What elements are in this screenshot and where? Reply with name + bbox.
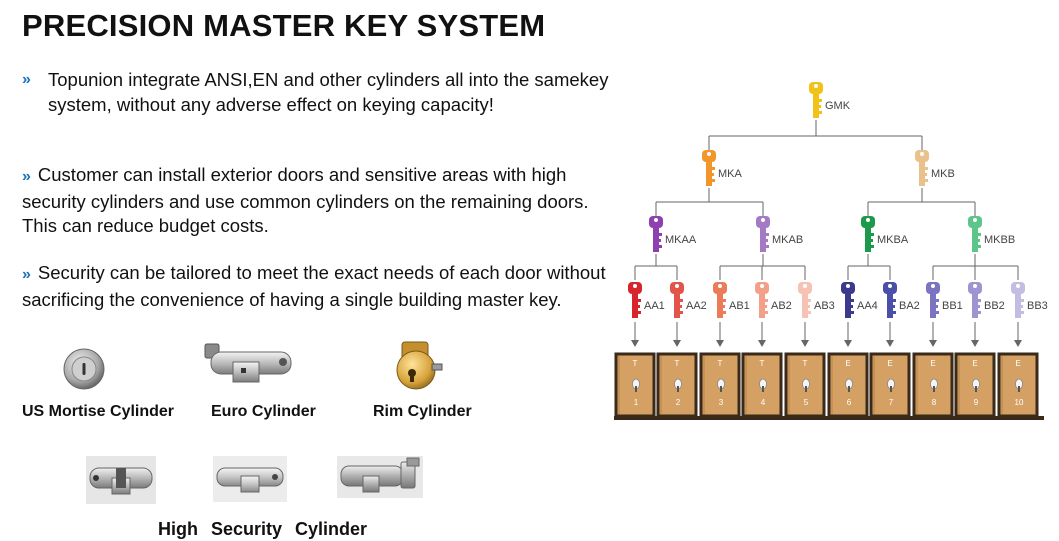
door-number: 5 bbox=[804, 398, 809, 407]
keyhole-slot bbox=[933, 386, 935, 392]
page-title: PRECISION MASTER KEY SYSTEM bbox=[22, 8, 546, 43]
key-label: AA4 bbox=[857, 300, 878, 312]
bullet-chevron-icon: » bbox=[22, 71, 31, 88]
key-label: BB2 bbox=[984, 300, 1005, 312]
key-bb2: BB2 bbox=[968, 282, 1005, 318]
door-letter: T bbox=[633, 359, 638, 368]
euro-cylinder-image bbox=[204, 343, 292, 383]
door-number: 9 bbox=[974, 398, 979, 407]
arrow-head-icon bbox=[971, 340, 979, 347]
door-letter: E bbox=[972, 359, 977, 368]
door-number: 7 bbox=[889, 398, 894, 407]
door-letter: T bbox=[675, 359, 680, 368]
door-number: 1 bbox=[634, 398, 639, 407]
keyhole-slot bbox=[848, 386, 850, 392]
us-mortise-cylinder-image bbox=[63, 348, 105, 390]
arrow-head-icon bbox=[886, 340, 894, 347]
key-label: AB3 bbox=[814, 300, 835, 312]
arrow-head-icon bbox=[801, 340, 809, 347]
arrow-head-icon bbox=[673, 340, 681, 347]
key-gmk: GMK bbox=[809, 82, 851, 118]
paragraph-budget: »Customer can install exterior doors and… bbox=[22, 163, 612, 239]
key-mka: MKA bbox=[702, 150, 743, 186]
bullet-chevron-icon: » bbox=[22, 266, 31, 283]
key-label: MKAB bbox=[772, 234, 803, 246]
high-security-cylinder-image-3 bbox=[337, 456, 423, 498]
key-ab2: AB2 bbox=[755, 282, 792, 318]
paragraph-security: »Security can be tailored to meet the ex… bbox=[22, 261, 612, 312]
key-aa2: AA2 bbox=[670, 282, 707, 318]
paragraph-integration: » Topunion integrate ANSI,EN and other cy… bbox=[22, 66, 612, 117]
key-mkba: MKBA bbox=[861, 216, 909, 252]
door-letter: T bbox=[718, 359, 723, 368]
key-bb1: BB1 bbox=[926, 282, 963, 318]
us-mortise-cylinder-label: US Mortise Cylinder bbox=[22, 403, 175, 420]
key-ab1: AB1 bbox=[713, 282, 750, 318]
key-label: GMK bbox=[825, 100, 851, 112]
key-aa1: AA1 bbox=[628, 282, 665, 318]
door-letter: T bbox=[803, 359, 808, 368]
key-label: BB1 bbox=[942, 300, 963, 312]
key-label: AB2 bbox=[771, 300, 792, 312]
door-number: 6 bbox=[847, 398, 852, 407]
key-mkbb: MKBB bbox=[968, 216, 1015, 252]
door-number: 3 bbox=[719, 398, 724, 407]
door-letter: E bbox=[1015, 359, 1020, 368]
high-security-cylinder-image-2 bbox=[213, 456, 287, 502]
key-label: MKB bbox=[931, 168, 955, 180]
key-aa4: AA4 bbox=[841, 282, 878, 318]
key-label: BB3 bbox=[1027, 300, 1048, 312]
rim-cylinder-label: Rim Cylinder bbox=[373, 403, 472, 420]
door-number: 4 bbox=[761, 398, 766, 407]
key-label: BA2 bbox=[899, 300, 920, 312]
arrow-head-icon bbox=[929, 340, 937, 347]
euro-cylinder-label: Euro Cylinder bbox=[211, 403, 316, 420]
floor-line bbox=[614, 416, 1044, 420]
keyhole-slot bbox=[805, 386, 807, 392]
key-label: MKAA bbox=[665, 234, 697, 246]
arrow-head-icon bbox=[844, 340, 852, 347]
key-label: MKA bbox=[718, 168, 743, 180]
paragraph-text: Topunion integrate ANSI,EN and other cyl… bbox=[48, 69, 609, 115]
high-security-cylinder-label: High Security Cylinder bbox=[158, 519, 368, 539]
arrow-head-icon bbox=[716, 340, 724, 347]
door-number: 2 bbox=[676, 398, 681, 407]
keyhole-slot bbox=[890, 386, 892, 392]
key-label: MKBA bbox=[877, 234, 909, 246]
key-mkb: MKB bbox=[915, 150, 955, 186]
door-letter: E bbox=[845, 359, 850, 368]
rim-cylinder-image bbox=[396, 341, 443, 390]
key-ab3: AB3 bbox=[798, 282, 835, 318]
key-ba2: BA2 bbox=[883, 282, 920, 318]
arrow-head-icon bbox=[758, 340, 766, 347]
key-bb3: BB3 bbox=[1011, 282, 1048, 318]
key-label: AA2 bbox=[686, 300, 707, 312]
bullet-chevron-icon: » bbox=[22, 168, 31, 185]
keyhole-slot bbox=[720, 386, 722, 392]
door-letter: E bbox=[887, 359, 892, 368]
keyhole-slot bbox=[975, 386, 977, 392]
arrow-head-icon bbox=[631, 340, 639, 347]
door-letter: E bbox=[930, 359, 935, 368]
key-label: AB1 bbox=[729, 300, 750, 312]
door-number: 10 bbox=[1015, 398, 1024, 407]
high-security-cylinder-image-1 bbox=[86, 456, 156, 504]
arrow-head-icon bbox=[1014, 340, 1022, 347]
key-mkab: MKAB bbox=[756, 216, 803, 252]
keyhole-slot bbox=[677, 386, 679, 392]
key-mkaa: MKAA bbox=[649, 216, 697, 252]
door-number: 8 bbox=[932, 398, 937, 407]
key-label: AA1 bbox=[644, 300, 665, 312]
paragraph-text: Security can be tailored to meet the exa… bbox=[22, 262, 606, 310]
paragraph-text: Customer can install exterior doors and … bbox=[22, 164, 589, 236]
key-label: MKBB bbox=[984, 234, 1015, 246]
keyhole-slot bbox=[762, 386, 764, 392]
keyhole-slot bbox=[635, 386, 637, 392]
door-letter: T bbox=[760, 359, 765, 368]
keyhole-slot bbox=[1018, 386, 1020, 392]
